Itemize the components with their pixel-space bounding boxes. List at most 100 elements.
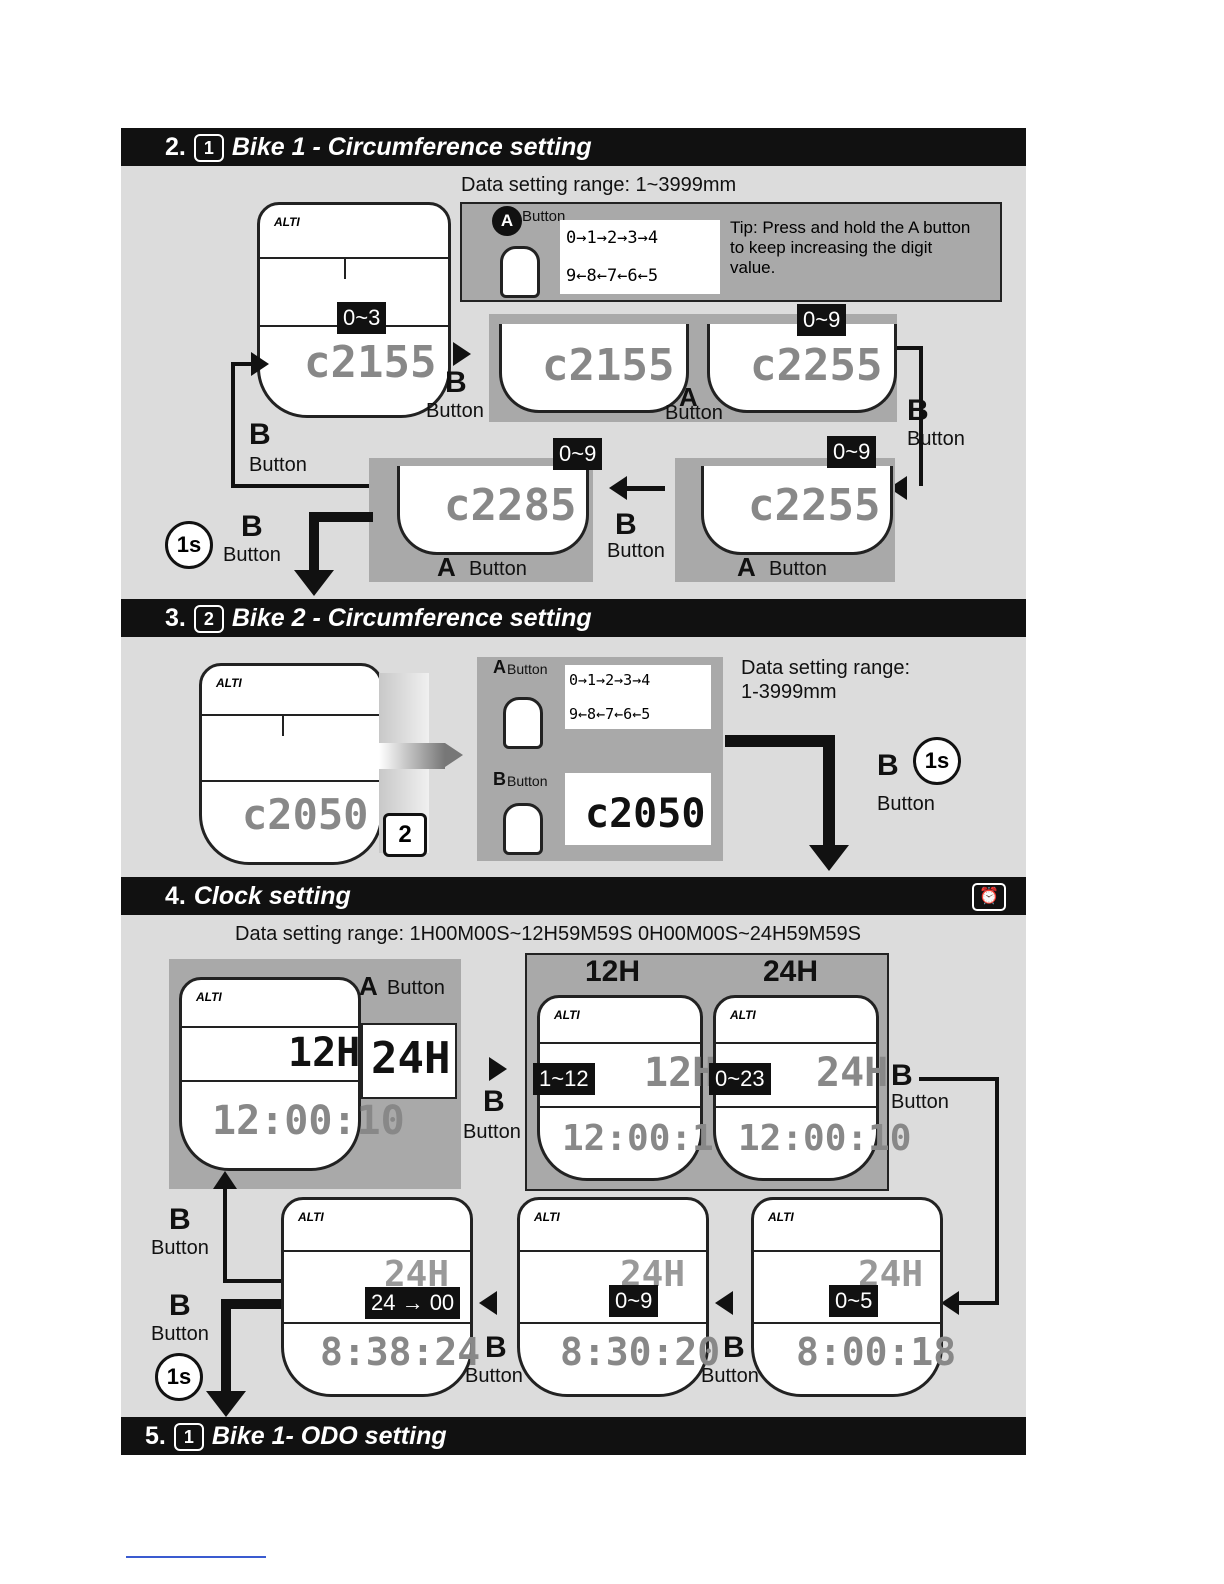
alt-mode: 24H	[361, 1023, 457, 1099]
b-button-label: Button	[877, 793, 935, 815]
alti-logo: ALTI	[554, 1008, 580, 1022]
range-pill-0-3: 0~3	[337, 302, 387, 334]
device-clock: ALTI 12H 12:00:10	[179, 977, 405, 1171]
data-range: Data setting range: 1H00M00S~12H59M59S 0…	[235, 923, 861, 945]
seq-top: 0→1→2→3→4	[569, 671, 651, 689]
section-number: 3.	[165, 604, 186, 632]
lcd-cup-2: c2255	[707, 324, 897, 413]
hold-1s-icon: 1s	[913, 737, 961, 785]
footnote-rule	[126, 1556, 266, 1558]
a-button-label: Button	[387, 977, 445, 999]
data-range-value: 1-3999mm	[741, 681, 837, 703]
arrow-down	[294, 570, 334, 596]
arrow-right	[251, 352, 269, 376]
a-button-label: Button	[469, 558, 527, 580]
b-button-letter: B	[483, 1085, 505, 1118]
b-button-label: Button	[426, 400, 484, 422]
lcd-hour-mode: 24H	[816, 1050, 889, 1096]
b-button-letter: B	[241, 510, 263, 543]
arrow-left	[715, 1291, 733, 1315]
section-title: Bike 1 - Circumference setting	[231, 133, 592, 161]
tip-text: Tip: Press and hold the A button to keep…	[730, 218, 971, 277]
lcd-value: c2285	[444, 480, 577, 531]
range-pill-1-12: 1~12	[533, 1063, 595, 1095]
arrow-up	[213, 1171, 237, 1189]
lcd-time: 8:38:24	[320, 1330, 481, 1374]
range-pill-0-5: 0~5	[829, 1285, 879, 1317]
alti-logo: ALTI	[730, 1008, 756, 1022]
lcd-hour-mode: 12H	[644, 1050, 717, 1096]
finger-press-icon	[500, 246, 540, 298]
lcd-time: 12:00:10	[738, 1118, 912, 1159]
alti-logo: ALTI	[216, 676, 242, 690]
finger-press-icon	[503, 697, 543, 749]
seq-bottom: 9←8←7←6←5	[569, 705, 651, 723]
b-button-label: Button	[891, 1091, 949, 1113]
arrow-down	[206, 1391, 246, 1417]
section-2-panel: Data setting range: 1~3999mm A Button 0→…	[121, 166, 1026, 599]
b-button-letter: B	[169, 1203, 191, 1236]
alti-logo: ALTI	[298, 1210, 324, 1224]
b-button-label: Button	[507, 773, 548, 789]
lcd-time: 12:00:10	[562, 1118, 736, 1159]
arrow-left	[609, 476, 627, 500]
b-button-label: Button	[701, 1365, 759, 1387]
arrow-left	[941, 1291, 959, 1315]
lcd-value: c2255	[748, 480, 881, 531]
b-button-label: Button	[463, 1121, 521, 1143]
b-button-letter: B	[249, 418, 271, 451]
lcd-hour-mode: 12H	[288, 1030, 361, 1076]
a-button-icon: A	[492, 206, 522, 236]
b-button-label: Button	[249, 454, 307, 476]
lcd-time: 8:00:18	[796, 1330, 957, 1374]
b-button-letter: B	[169, 1289, 191, 1322]
section-number: 2.	[165, 133, 186, 161]
b-button-label: Button	[465, 1365, 523, 1387]
lcd-cup-4: c2285	[397, 466, 589, 555]
b-button-letter: B	[907, 394, 929, 427]
b-button-letter: B	[723, 1331, 745, 1364]
bike-2-icon: 2	[193, 605, 224, 634]
hold-1s-icon: 1s	[165, 521, 213, 569]
digit-sequence: 0→1→2→3→4 9←8←7←6←5	[560, 220, 720, 294]
section-number: 4.	[165, 882, 186, 910]
section-title: Bike 2 - Circumference setting	[231, 604, 592, 632]
a-button-letter: A	[359, 971, 378, 1001]
lcd-value: c2050	[242, 790, 369, 839]
bike-1-icon: 1	[173, 1423, 204, 1452]
a-button-label: Button	[665, 402, 723, 424]
b-button-label: Button	[151, 1323, 209, 1345]
arrow-down	[809, 845, 849, 871]
data-range-label: Data setting range:	[741, 657, 910, 679]
range-pill-0-23: 0~23	[709, 1063, 771, 1095]
tip-box: A Button 0→1→2→3→4 9←8←7←6←5 Tip: Press …	[460, 202, 1002, 302]
b-button-letter: B	[877, 749, 899, 782]
lcd-value: c2155	[542, 340, 675, 391]
arrow-right	[489, 1057, 507, 1081]
label-24h: 24H	[763, 955, 819, 988]
seq-top: 0→1→2→3→4	[566, 228, 659, 248]
b-button-label: Button	[151, 1237, 209, 1259]
range-pill-0-9: 0~9	[609, 1285, 659, 1317]
lcd-value: c2255	[750, 340, 883, 391]
b-button-letter: B	[615, 508, 637, 541]
label-12h: 12H	[585, 955, 641, 988]
section-3-panel: ALTI c2050 2 A Button 0→1→2→3→4 9←8←7←6←…	[121, 637, 1026, 877]
lcd-time: 12:00:10	[212, 1098, 405, 1144]
lcd-value: c2050	[585, 791, 706, 837]
arrow-right	[453, 342, 471, 366]
alti-logo: ALTI	[534, 1210, 560, 1224]
lcd-preview: c2050	[565, 773, 711, 845]
a-button-label: Button	[507, 661, 548, 677]
finger-press-icon	[503, 803, 543, 855]
lcd-cup-1: c2155	[499, 324, 689, 413]
bike-1-icon: 1	[193, 134, 224, 163]
data-range: Data setting range: 1~3999mm	[461, 174, 737, 196]
arrow-right	[445, 743, 463, 767]
rollover-pill: 24 → 00	[365, 1287, 461, 1319]
b-button-label: Button	[223, 544, 281, 566]
lcd-time: 8:30:20	[560, 1330, 721, 1374]
